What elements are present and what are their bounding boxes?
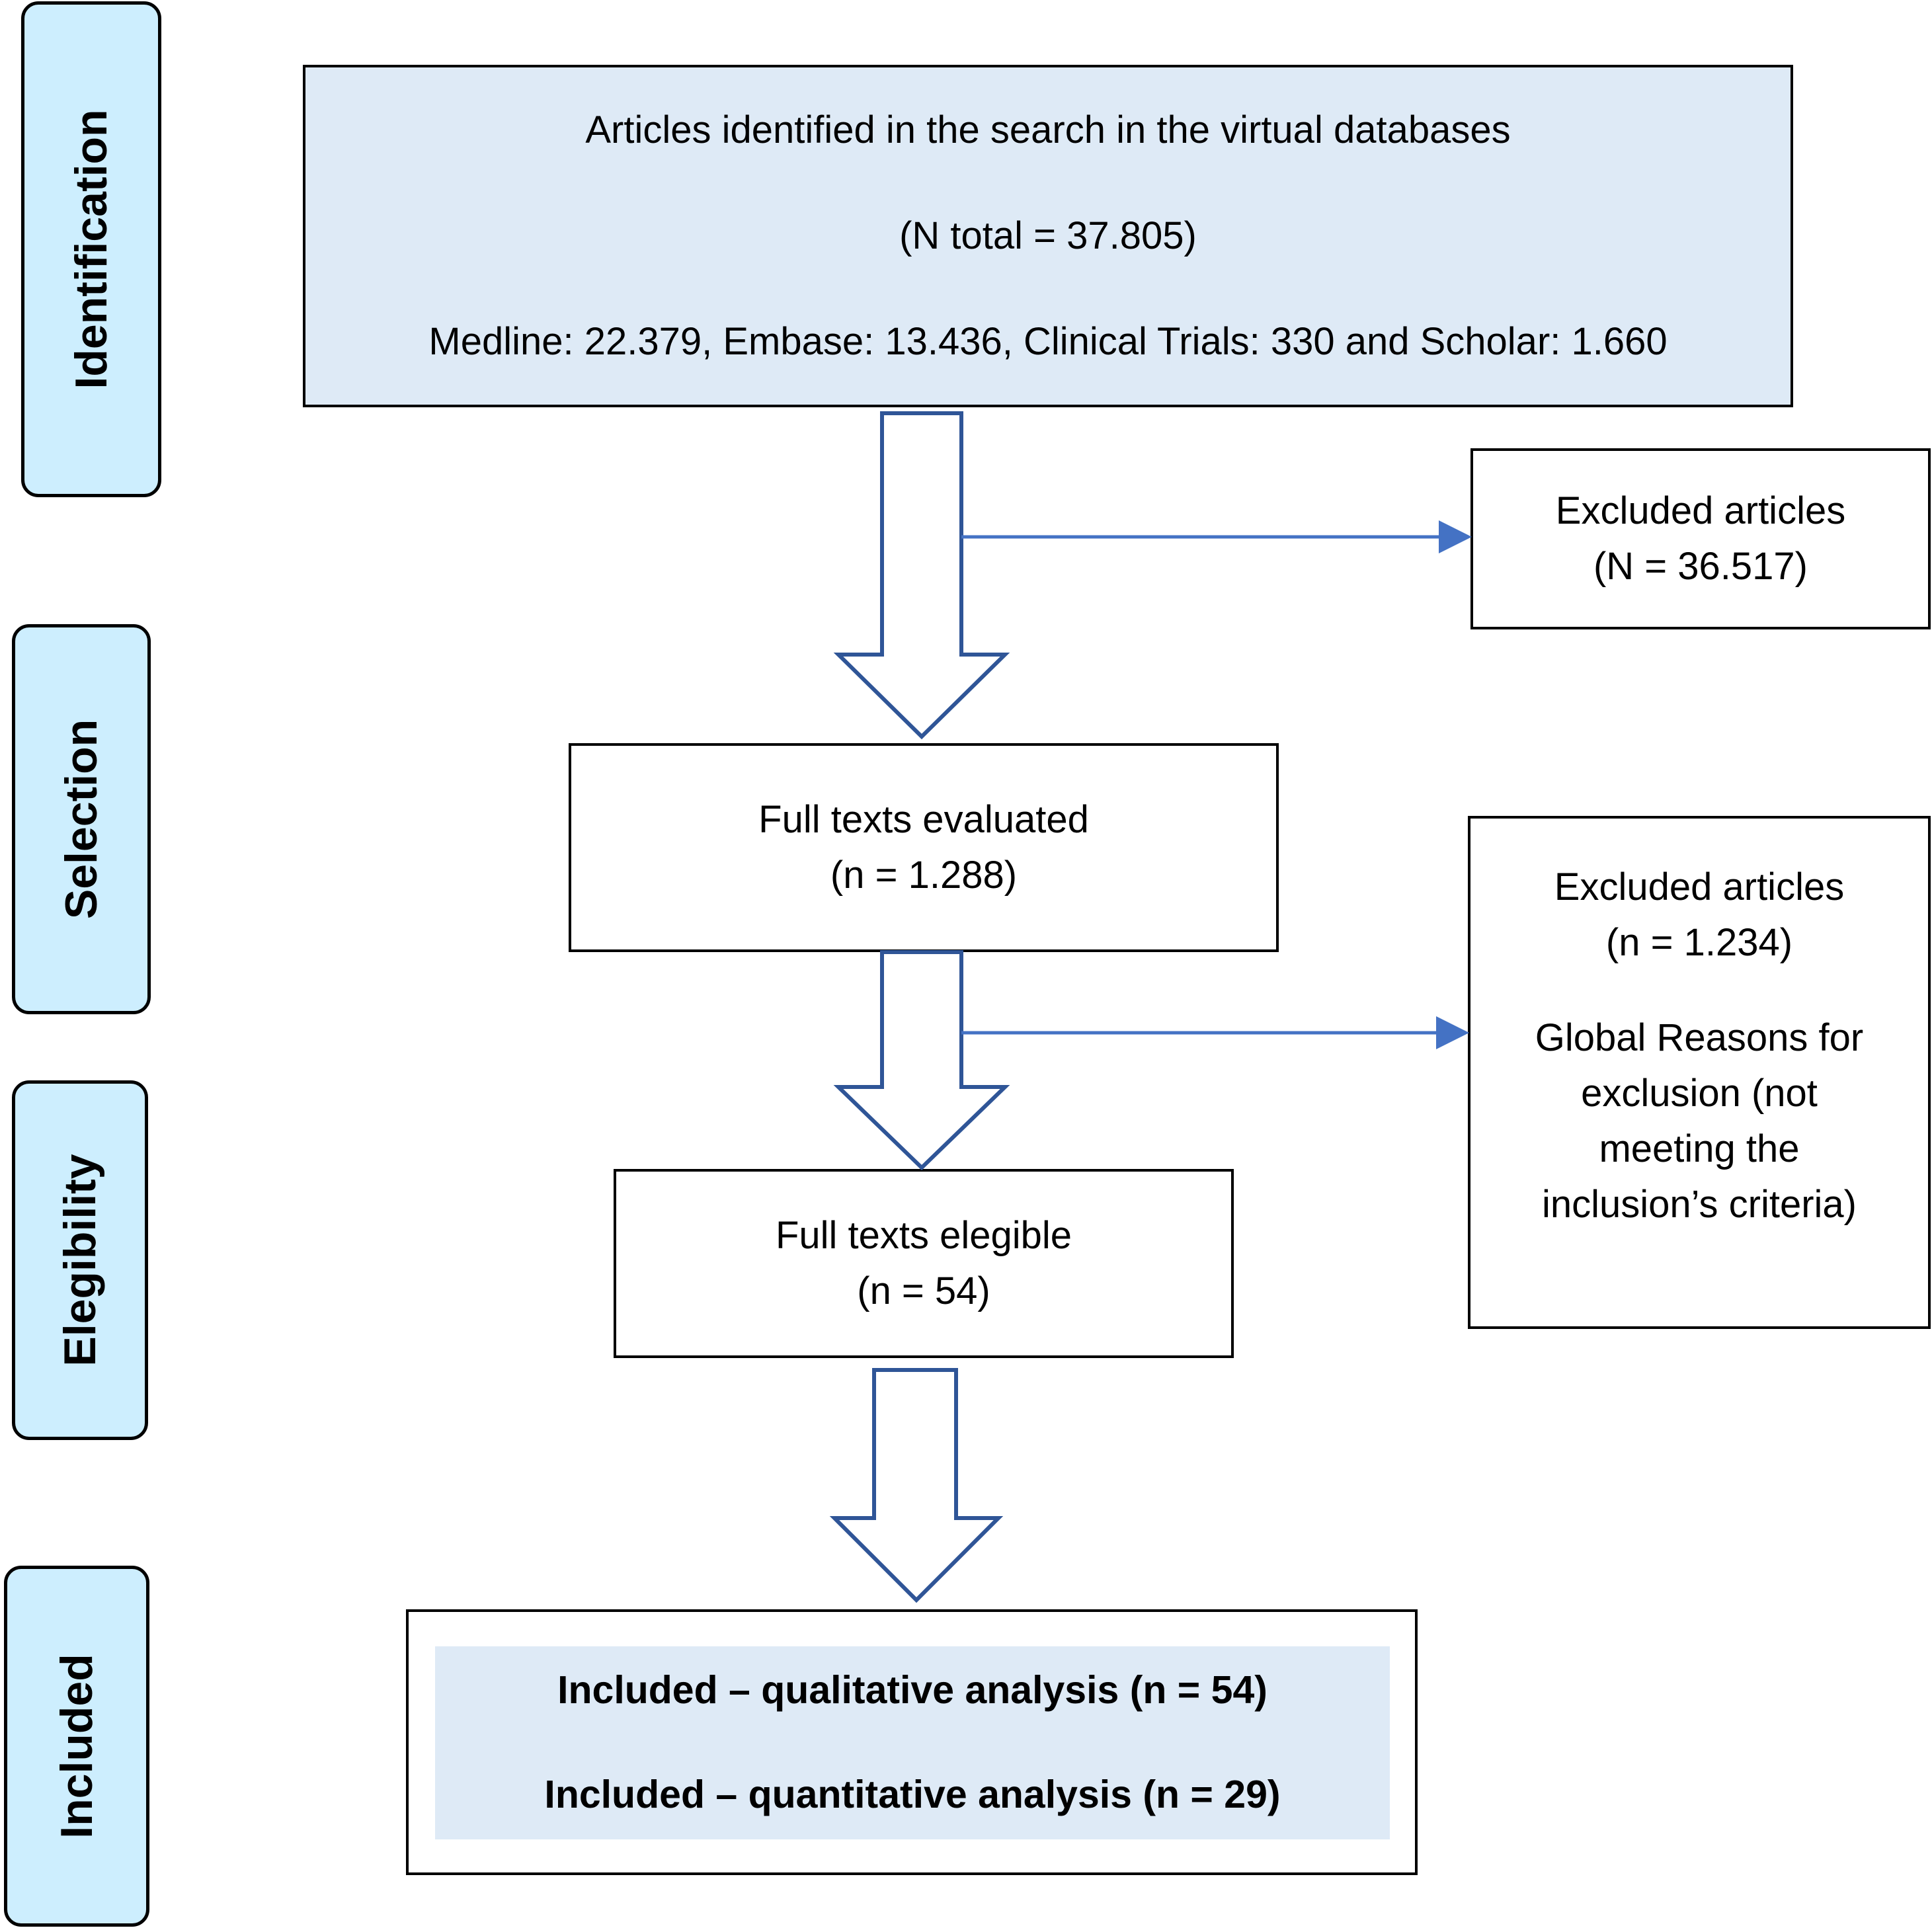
stage-identification: Identification xyxy=(21,1,161,497)
exclusion-reason-line: meeting the xyxy=(1599,1127,1800,1171)
included-quantitative: Included – quantitative analysis (n = 29… xyxy=(544,1773,1281,1816)
eligible-count: (n = 54) xyxy=(857,1269,990,1312)
down-arrow-1 xyxy=(833,411,1010,740)
exclusion-reason-line: Global Reasons for xyxy=(1535,1016,1864,1060)
full-texts-eligible-box: Full texts elegible (n = 54) xyxy=(614,1169,1234,1358)
identification-box: Articles identified in the search in the… xyxy=(303,65,1793,407)
identification-title: Articles identified in the search in the… xyxy=(585,108,1511,151)
stage-selection: Selection xyxy=(12,624,151,1014)
evaluated-title: Full texts evaluated xyxy=(758,797,1089,841)
identification-total: (N total = 37.805) xyxy=(899,214,1197,257)
stage-eligibility: Elegibility xyxy=(12,1080,148,1440)
included-qualitative: Included – qualitative analysis (n = 54) xyxy=(557,1668,1268,1712)
exclusion-reason-line: inclusion’s criteria) xyxy=(1542,1183,1857,1226)
excluded-count-2: (n = 1.234) xyxy=(1605,921,1793,965)
excluded-title-1: Excluded articles xyxy=(1555,489,1846,532)
excluded-articles-box-2: Excluded articles (n = 1.234) Global Rea… xyxy=(1468,816,1931,1329)
down-arrow-2 xyxy=(833,950,1010,1171)
evaluated-count: (n = 1.288) xyxy=(830,854,1018,897)
included-inner-panel: Included – qualitative analysis (n = 54)… xyxy=(435,1646,1390,1839)
included-box: Included – qualitative analysis (n = 54)… xyxy=(406,1609,1418,1875)
excluded-articles-box-1: Excluded articles (N = 36.517) xyxy=(1470,448,1931,629)
excluded-count-1: (N = 36.517) xyxy=(1593,545,1808,588)
stage-included: Included xyxy=(4,1566,149,1927)
excluded-title-2: Excluded articles xyxy=(1554,865,1845,908)
down-arrow-3 xyxy=(829,1368,1004,1603)
eligible-title: Full texts elegible xyxy=(775,1213,1072,1257)
identification-sources: Medline: 22.379, Embase: 13.436, Clinica… xyxy=(428,320,1668,364)
exclusion-reason-line: exclusion (not xyxy=(1581,1072,1818,1115)
